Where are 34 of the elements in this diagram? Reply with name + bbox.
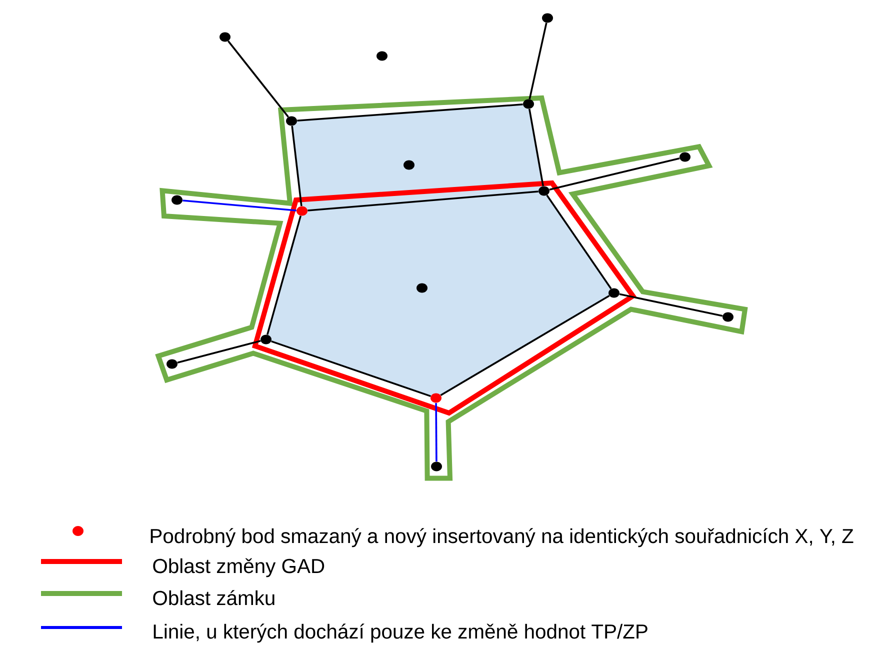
point-dot: [260, 334, 272, 344]
boundary-line: [435, 402, 438, 462]
boundary-line: [528, 108, 544, 186]
point-dot: [376, 51, 388, 61]
point-dot: [523, 99, 534, 109]
boundary-line: [182, 200, 296, 212]
boundary-line: [619, 293, 723, 317]
boundary-line: [308, 190, 538, 212]
point-dot: [220, 32, 230, 42]
point-dot: [166, 359, 178, 369]
legend-text: Oblast změny GAD: [153, 558, 324, 578]
boundary-line: [440, 295, 610, 396]
boundary-line: [228, 40, 289, 118]
boundary-line: [528, 22, 548, 100]
boundary-line: [291, 126, 302, 206]
point-dot: [680, 152, 690, 162]
boundary-line: [546, 194, 612, 290]
point-dot: [430, 393, 442, 403]
legend-text: Oblast zámku: [153, 590, 274, 606]
point-dot: [416, 283, 428, 293]
point-dot: [286, 116, 297, 126]
legend-text: Linie, u kterých dochází pouze ke změně hodnot TP/ZP: [154, 624, 648, 643]
point-dot: [542, 13, 553, 23]
boundary-line: [297, 104, 523, 122]
point-dot: [722, 312, 734, 322]
point-dot: [404, 160, 414, 170]
boundary-line: [266, 216, 302, 335]
point-dot: [431, 462, 442, 472]
legend-text: Podrobný bod smazaný a nový insertovaný na identických souřadnicích X, Y, Z: [150, 528, 854, 548]
point-dot: [172, 195, 182, 205]
boundary-line: [271, 340, 431, 398]
point-dot: [296, 206, 308, 216]
point-dot: [608, 288, 620, 298]
point-dot: [538, 186, 550, 196]
